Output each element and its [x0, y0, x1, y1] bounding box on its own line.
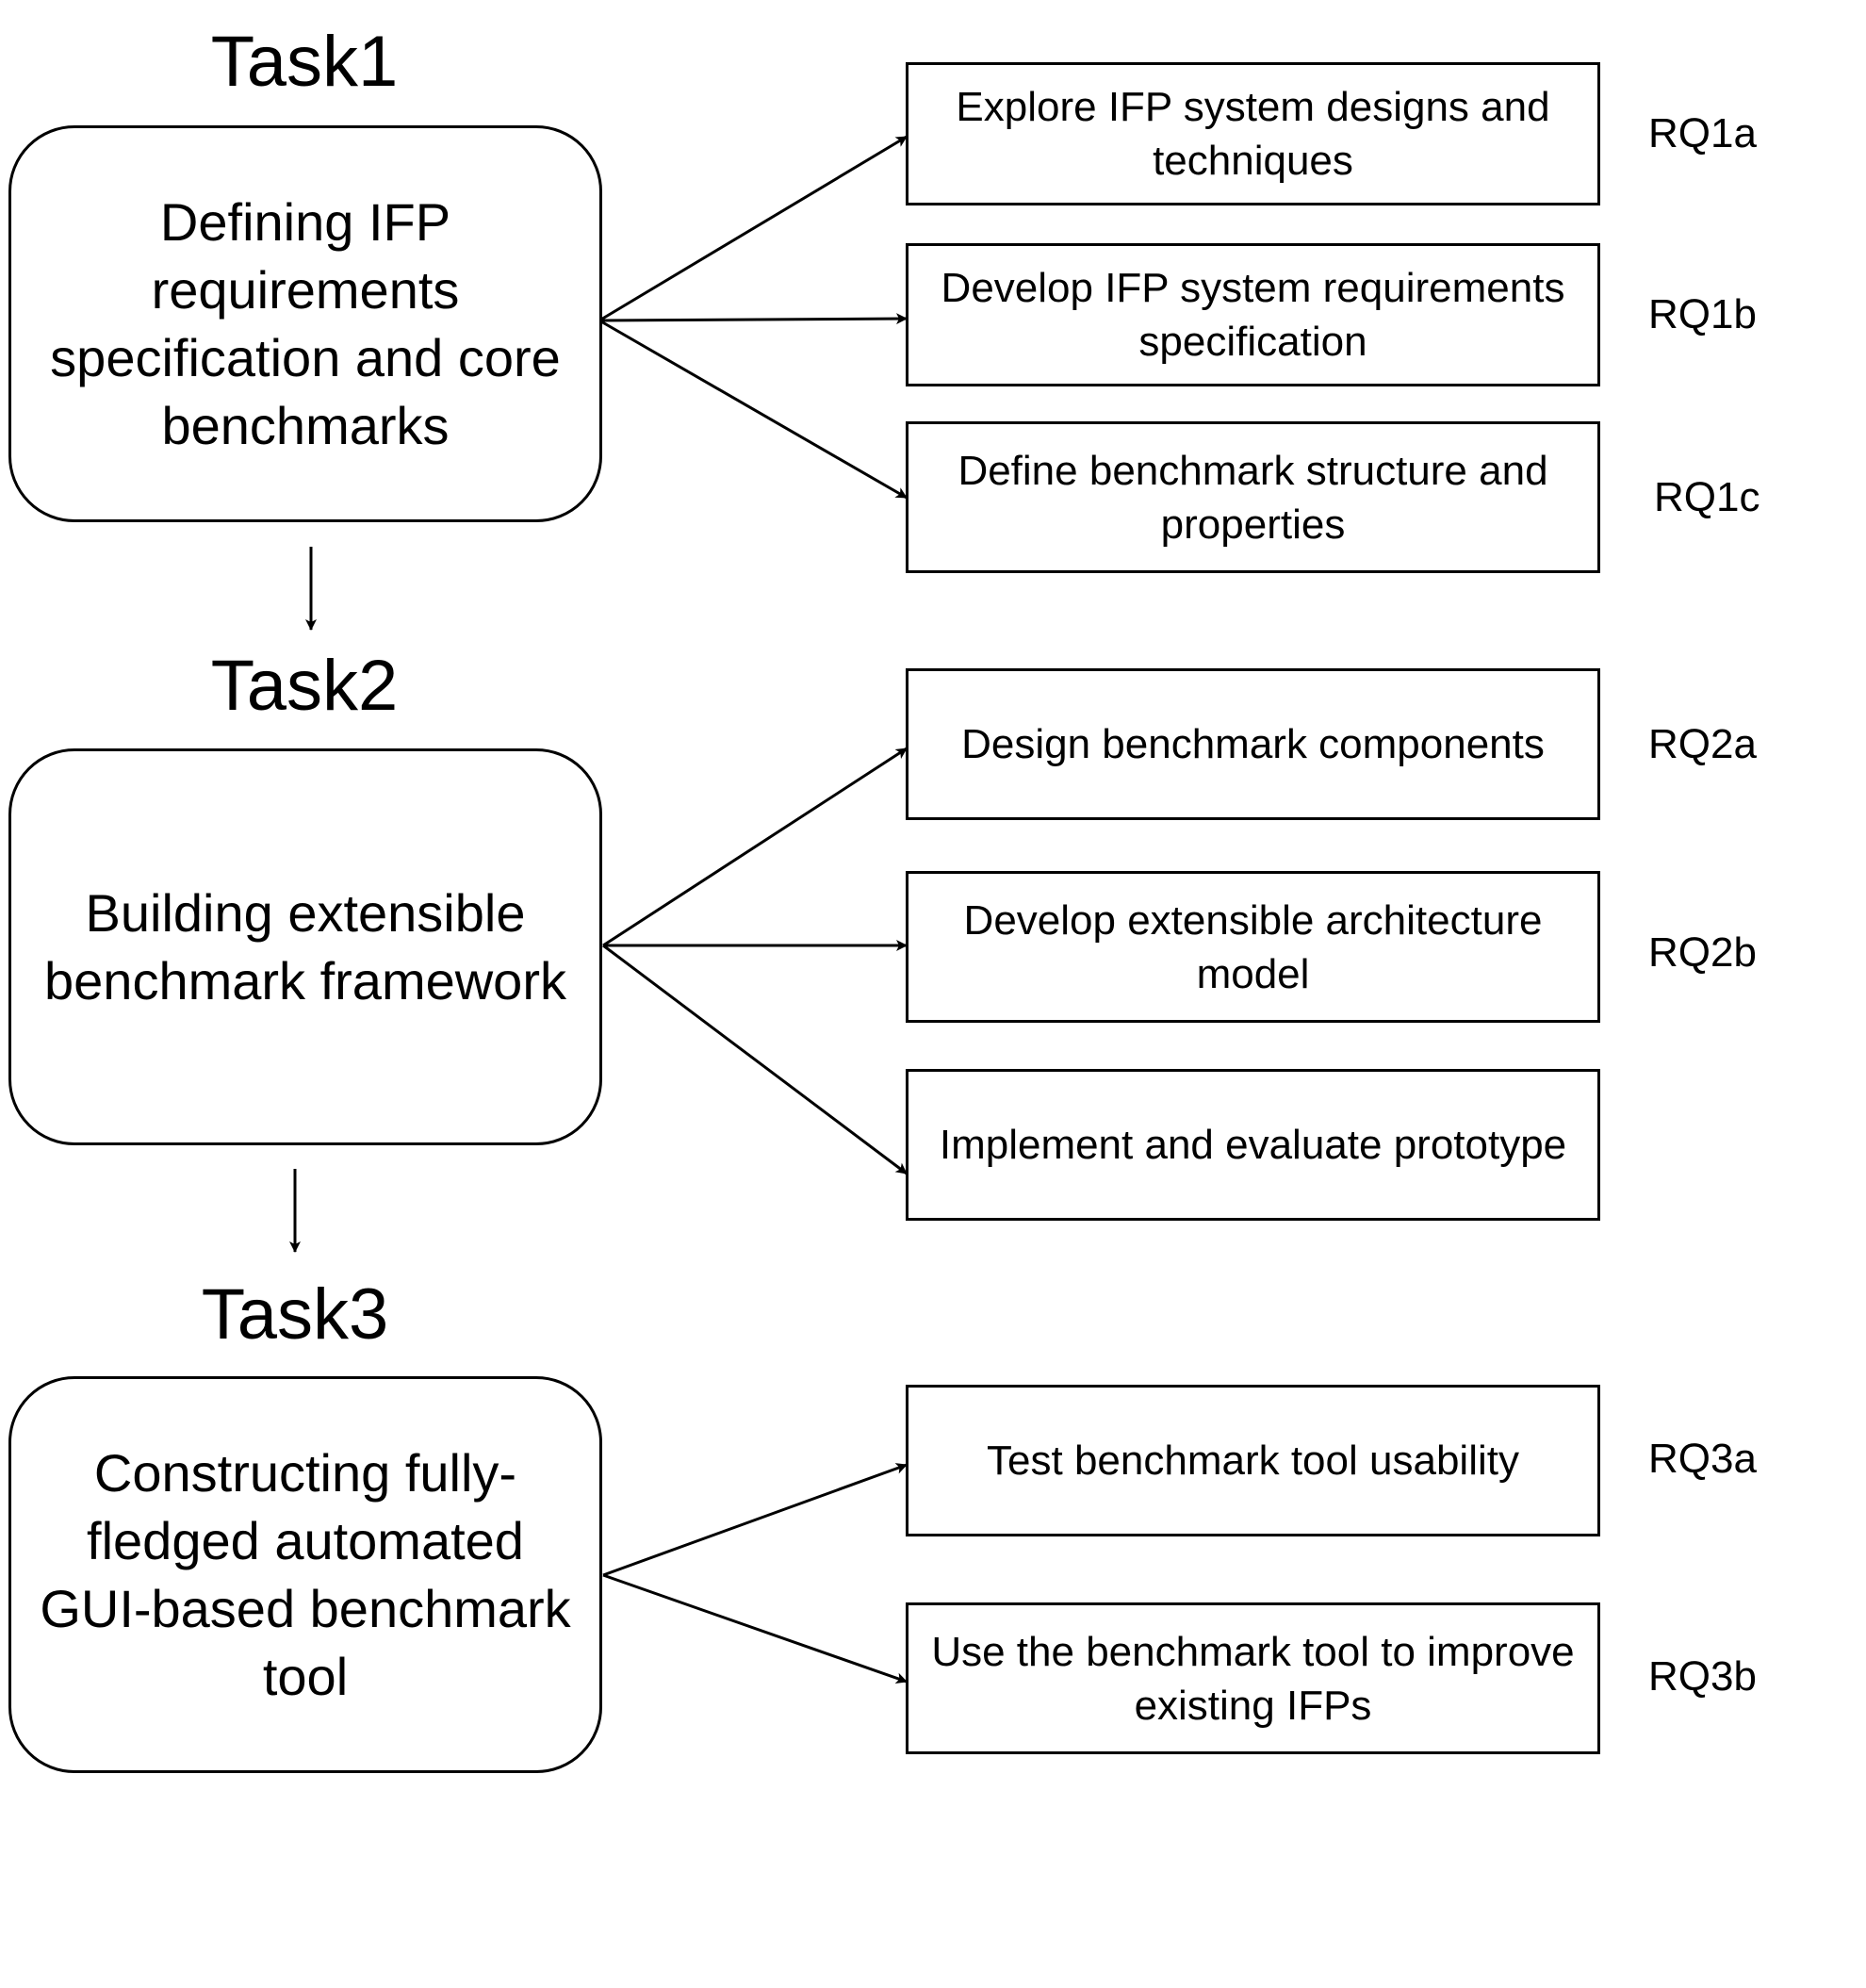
rq1a-label: RQ1a [1648, 110, 1757, 156]
rq2b-step-box: Develop extensible architecture model [906, 871, 1600, 1023]
rq3b-step-box: Use the benchmark tool to improve existi… [906, 1602, 1600, 1754]
rq3b-label: RQ3b [1648, 1653, 1757, 1700]
rq1b-step-box: Develop IFP system requirements specific… [906, 243, 1600, 386]
task3-box: Constructing fully-fledged automated GUI… [8, 1376, 602, 1773]
rq1b-label: RQ1b [1648, 291, 1757, 337]
rq1a-step-box: Explore IFP system designs and technique… [906, 62, 1600, 205]
rq2a-step-box: Design benchmark components [906, 668, 1600, 820]
arrow-task1-rq1a [598, 135, 908, 322]
rq1c-step-box: Define benchmark structure and propertie… [906, 421, 1600, 573]
rq2a-label: RQ2a [1648, 721, 1757, 767]
task1-box: Defining IFP requirements specification … [8, 125, 602, 522]
rq2b-label: RQ2b [1648, 929, 1757, 976]
task3-title: Task3 [201, 1274, 389, 1355]
arrow-task2-prototype [602, 944, 908, 1175]
prototype-step-box: Implement and evaluate prototype [906, 1069, 1600, 1221]
task1-title: Task1 [210, 22, 399, 102]
task2-box: Building extensible benchmark framework [8, 748, 602, 1145]
arrow-task2-rq2a [602, 747, 908, 947]
task2-title: Task2 [210, 646, 399, 726]
arrow-task1-rq1b [598, 313, 908, 325]
rq3a-label: RQ3a [1648, 1436, 1757, 1482]
arrow-task3-rq3a [602, 1463, 908, 1577]
rq1c-label: RQ1c [1654, 474, 1760, 520]
arrow-task1-rq1c [598, 319, 908, 500]
rq3a-step-box: Test benchmark tool usability [906, 1385, 1600, 1536]
arrow-task3-rq3b [602, 1573, 908, 1684]
